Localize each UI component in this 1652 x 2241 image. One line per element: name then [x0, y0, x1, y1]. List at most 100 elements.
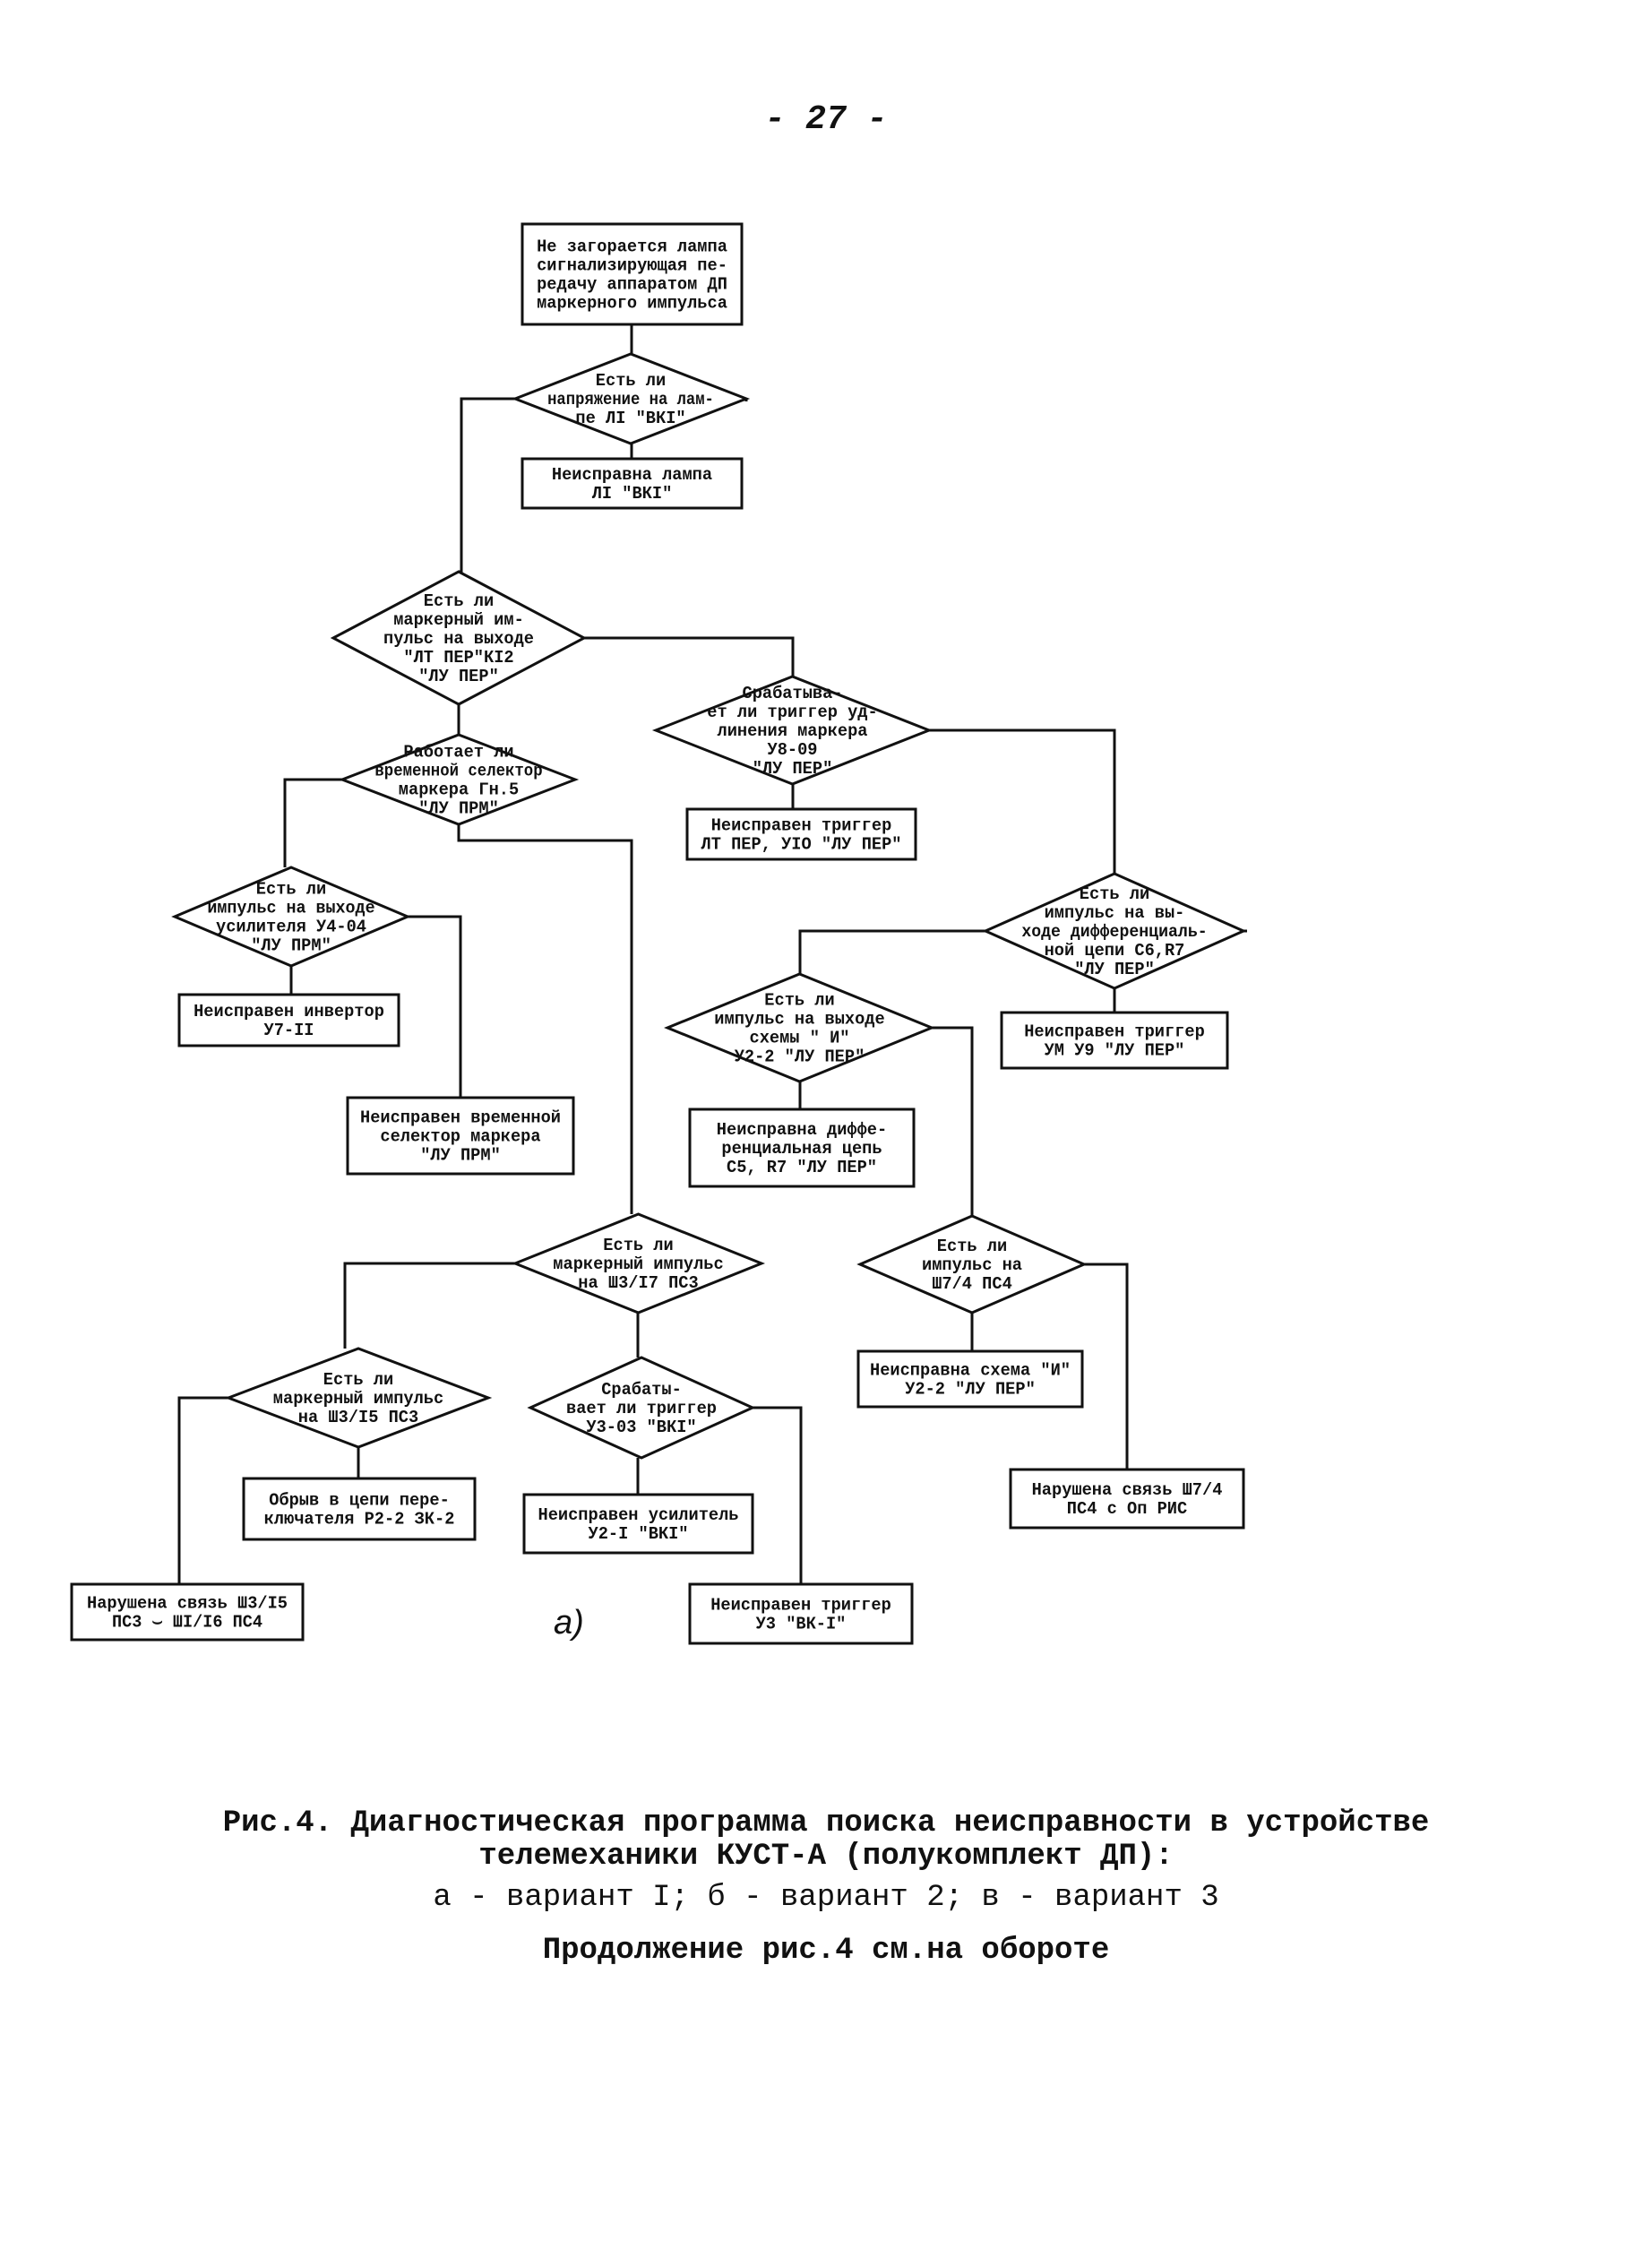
decision-diamond [651, 675, 934, 786]
node-text-line: ной цепи С6,R7 [1045, 941, 1185, 961]
connector-line [283, 778, 342, 867]
page-number: - 27 - [764, 100, 888, 139]
outcome-box [521, 457, 744, 510]
decision-diamond [527, 1356, 756, 1460]
decision-diamond [982, 872, 1247, 990]
decision-diamond [511, 352, 751, 445]
connector-line [457, 824, 633, 1214]
node-text-line: Неисправна схема "И" [870, 1361, 1071, 1381]
node-text-line: Нарушена связь Ш7/4 [1032, 1480, 1223, 1500]
node-text-line: Неисправен триггер [710, 1596, 891, 1616]
node-text-line: ключателя Р2-2 ЗК-2 [264, 1510, 455, 1530]
node-text-line: Есть ли [323, 1370, 393, 1390]
node-text-line: Есть ли [256, 880, 326, 900]
caption-line-2: телемеханики КУСТ-А (полукомплект ДП): [478, 1840, 1174, 1874]
node-text-line: Есть ли [937, 1237, 1007, 1256]
node-text-line: селектор маркера [380, 1127, 540, 1147]
node-text-line: импульс на выходе [714, 1010, 884, 1030]
node-text-line: импульс на вы- [1045, 903, 1185, 923]
node-text-line: Есть ли [424, 591, 494, 611]
node-text-line: "ЛУ ПРМ" [251, 936, 331, 956]
node-text-line: "ЛУ ПРМ" [420, 1146, 501, 1166]
outcome-box [688, 1108, 916, 1188]
node-text-line: Неисправна диффе- [717, 1120, 887, 1140]
connector-line [798, 929, 985, 974]
decision-diamond [338, 733, 580, 826]
outcome-box [688, 1582, 914, 1645]
outcome-box [177, 993, 400, 1047]
node-text-line: Неисправен триггер [1024, 1022, 1205, 1042]
node-text-line: УМ У9 "ЛУ ПЕР" [1045, 1041, 1185, 1061]
connector-line [584, 636, 795, 677]
outcome-box [70, 1582, 305, 1642]
node-text-line: У7-II [264, 1021, 314, 1040]
node-text-line: Ш7/4 ПС4 [932, 1274, 1012, 1294]
connector-line [1084, 1263, 1129, 1470]
connector-lines [177, 324, 1247, 1584]
decision-diamond [224, 1347, 493, 1449]
node-text-line: пульс на выходе [383, 629, 534, 649]
node-text-line: маркерный им- [393, 610, 524, 630]
node-text-line: Работает ли [403, 743, 513, 763]
node-text-line: У2-2 "ЛУ ПЕР" [905, 1380, 1036, 1400]
node-text-line: маркерный импульс [553, 1254, 723, 1274]
node-text-line: У8-09 [768, 740, 818, 760]
connector-line [343, 1262, 515, 1349]
decision-diamond [664, 972, 935, 1083]
node-text-line: ПС3 ⌣ ШI/I6 ПС4 [112, 1613, 262, 1633]
subfigure-label: а) [554, 1604, 584, 1642]
node-text-line: редачу аппаратом ДП [537, 275, 727, 295]
decision-diamond [330, 570, 588, 706]
node-text-line: схемы " И" [750, 1029, 850, 1048]
outcome-box [242, 1477, 477, 1541]
node-text-line: Обрыв в цепи пере- [269, 1491, 450, 1511]
node-text-line: Есть ли [764, 991, 834, 1011]
node-text-line: У3 "ВК-I" [756, 1615, 847, 1634]
node-text-line: на Ш3/I7 ПС3 [578, 1273, 698, 1293]
node-text-line: на Ш3/I5 ПС3 [298, 1408, 418, 1427]
outcome-node-r9: Обрыв в цепи пере-ключателя Р2-2 ЗК-2 [242, 1477, 477, 1541]
node-text-line: У3-03 "ВКI" [586, 1418, 696, 1437]
node-text-line: Срабаты- [601, 1380, 682, 1400]
node-text-line: пе ЛI "ВКI" [575, 409, 685, 428]
node-text-line: "ЛТ ПЕР"КI2 [403, 648, 513, 668]
node-text-line: Неисправен инвертор [194, 1002, 384, 1021]
node-text-line: Есть ли [1080, 884, 1149, 904]
connector-line [929, 728, 1116, 874]
decision-node-d5: Срабатыва-ет ли триггер уд-линения марке… [651, 675, 934, 786]
node-text-line: вает ли триггер [566, 1399, 717, 1418]
connector-line [459, 397, 515, 573]
node-text-line: маркерного импульса [537, 294, 727, 314]
node-text-line: У2-I "ВКI" [589, 1524, 689, 1544]
outcome-box [346, 1096, 575, 1176]
node-text-line: импульс на [922, 1255, 1022, 1275]
node-text-line: сигнализирующая пе- [537, 256, 727, 276]
node-text-line: Есть ли [596, 371, 666, 391]
caption-line-1: Рис.4. Диагностическая программа поиска … [222, 1806, 1430, 1840]
connector-line [408, 915, 462, 1098]
node-text-line: ренциальная цепь [721, 1139, 882, 1159]
node-text-line: Неисправен временной [360, 1108, 561, 1128]
caption-line-4: Продолжение рис.4 см.на обороте [542, 1934, 1110, 1968]
node-text-line: временной селектор [374, 762, 542, 781]
node-text-line: ПС4 с Оп РИС [1067, 1499, 1187, 1519]
outcome-box [521, 222, 744, 326]
node-text-line: маркера Гн.5 [399, 780, 519, 800]
node-text-line: Неисправен триггер [711, 816, 892, 836]
